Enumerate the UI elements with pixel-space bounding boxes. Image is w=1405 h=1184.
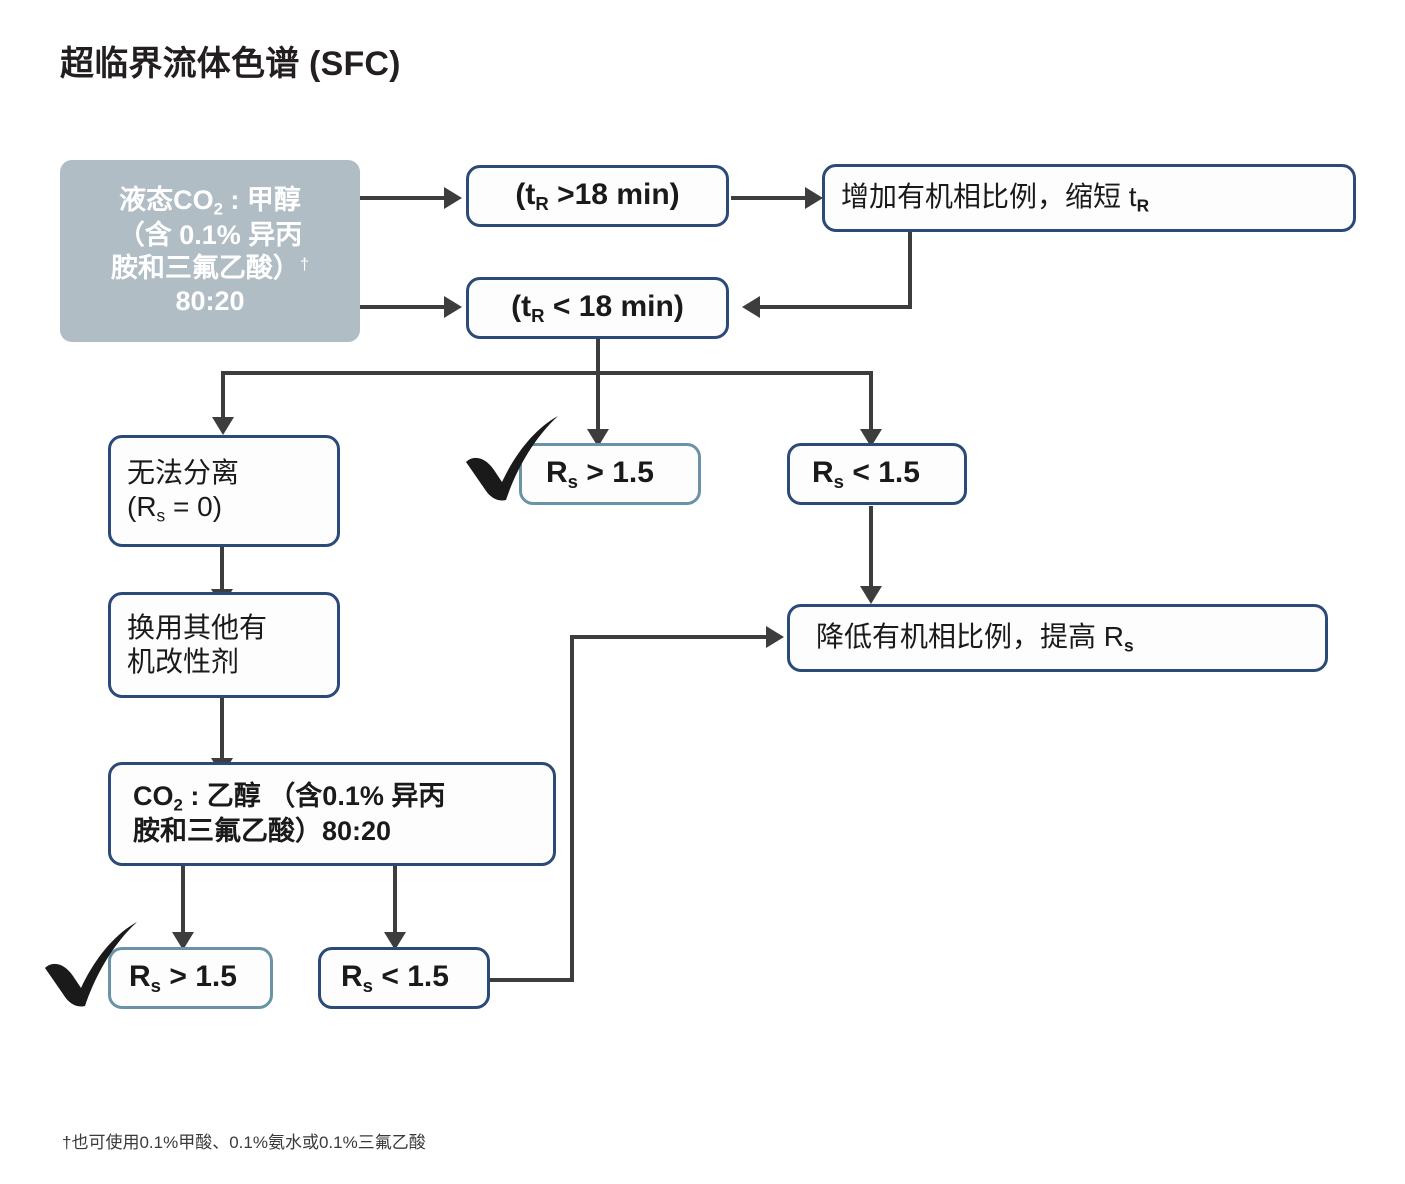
rsgt-top-pre: R — [546, 455, 568, 489]
arrowhead-co2ethanol-to-rslt — [384, 932, 406, 950]
arrowhead-to-rs-gt-top — [587, 429, 609, 447]
node-rs-greater-top[interactable]: Rs > 1.5 — [519, 443, 701, 505]
edge-start-to-tr-gt — [360, 196, 446, 200]
edge-trlt-stem — [596, 337, 600, 375]
edge-rslt-to-decrease — [869, 506, 873, 588]
edge-trlt-bus — [221, 371, 873, 375]
rsgt-top-post: > 1.5 — [578, 455, 654, 489]
edge-modifier-to-co2ethanol — [220, 698, 224, 760]
nosep-line1: 无法分离 — [127, 456, 240, 488]
node-rs-greater-bottom-text: Rs > 1.5 — [111, 959, 270, 998]
node-change-modifier-text: 换用其他有 机改性剂 — [111, 611, 337, 679]
rslt-top-post: < 1.5 — [844, 455, 920, 489]
edge-nosep-to-modifier — [220, 547, 224, 591]
trlt-post: < 18 min) — [544, 289, 684, 323]
node-tr-greater-18-text: (tR >18 min) — [469, 177, 726, 216]
arrowhead-start-to-tr-lt — [444, 296, 462, 318]
nosep-line2-sub: s — [156, 505, 166, 526]
arrowhead-feedback-to-trlt — [742, 296, 760, 318]
rslt-top-sub: s — [833, 470, 845, 492]
node-increase-organic-text: 增加有机相比例，缩短 tR — [825, 180, 1353, 217]
start-line1-b: : 甲醇 — [222, 184, 301, 215]
rsgt-bot-post: > 1.5 — [161, 959, 237, 993]
node-decrease-organic-text: 降低有机相比例，提高 Rs — [790, 620, 1325, 657]
modifier-line1: 换用其他有 — [127, 611, 268, 643]
start-dagger: † — [299, 254, 310, 274]
edge-trlt-branch-mid — [596, 371, 600, 431]
node-tr-less-18-text: (tR < 18 min) — [469, 289, 726, 328]
arrowhead-co2ethanol-to-rsgt — [172, 932, 194, 950]
node-tr-less-18[interactable]: (tR < 18 min) — [466, 277, 729, 339]
start-line3-a: 胺和三氟乙酸） — [110, 253, 300, 284]
start-line2: （含 0.1% 异丙 — [117, 220, 303, 251]
edge-increase-feedback-horizontal — [760, 305, 912, 309]
decrease-pre: 降低有机相比例，提高 R — [816, 620, 1125, 652]
edge-rslt-bottom-up — [570, 635, 574, 982]
node-tr-greater-18[interactable]: (tR >18 min) — [466, 165, 729, 227]
edge-co2ethanol-to-rsgt — [181, 866, 185, 934]
arrowhead-start-to-tr-gt — [444, 187, 462, 209]
node-co2-ethanol[interactable]: CO2 : 乙醇 （含0.1% 异丙 胺和三氟乙酸）80:20 — [108, 762, 556, 866]
edge-trlt-branch-right — [869, 371, 873, 431]
node-start-mobile-phase[interactable]: 液态CO2 : 甲醇 （含 0.1% 异丙 胺和三氟乙酸）† 80:20 — [60, 160, 360, 342]
trgt-sub: R — [535, 192, 549, 214]
checkmark-icon-top — [458, 414, 570, 504]
rsgt-top-sub: s — [567, 470, 579, 492]
rslt-bot-post: < 1.5 — [373, 959, 449, 993]
arrowhead-to-no-separation — [212, 417, 234, 435]
node-rs-less-top[interactable]: Rs < 1.5 — [787, 443, 967, 505]
edge-start-to-tr-lt — [360, 305, 446, 309]
rsgt-bot-sub: s — [150, 974, 162, 996]
trlt-pre: (t — [511, 289, 532, 323]
footnote-text: †也可使用0.1%甲酸、0.1%氨水或0.1%三氟乙酸 — [62, 1133, 426, 1152]
edge-trgt-to-increase — [731, 196, 807, 200]
arrowhead-to-rs-lt-top — [860, 429, 882, 447]
trlt-sub: R — [531, 304, 545, 326]
node-rs-less-bottom[interactable]: Rs < 1.5 — [318, 947, 490, 1009]
rslt-top-pre: R — [812, 455, 834, 489]
start-line4: 80:20 — [175, 286, 245, 317]
nosep-line2-pre: (R — [127, 490, 157, 522]
increase-pre: 增加有机相比例，缩短 t — [841, 180, 1137, 212]
start-line1-sub: 2 — [213, 199, 223, 219]
page-title: 超临界流体色谱 (SFC) — [60, 45, 401, 83]
trgt-post: >18 min) — [548, 177, 680, 211]
edge-trlt-branch-left — [221, 371, 225, 419]
modifier-line2: 机改性剂 — [127, 646, 240, 677]
increase-sub: R — [1136, 195, 1150, 216]
arrowhead-rslt-bottom-to-decrease — [766, 626, 784, 648]
edge-increase-feedback-vertical — [908, 232, 912, 309]
edge-rslt-bottom-right — [488, 978, 574, 982]
node-decrease-organic[interactable]: 降低有机相比例，提高 Rs — [787, 604, 1328, 672]
start-line1-a: 液态CO — [119, 184, 214, 215]
node-co2-ethanol-text: CO2 : 乙醇 （含0.1% 异丙 胺和三氟乙酸）80:20 — [111, 780, 553, 849]
decrease-sub: s — [1124, 635, 1134, 656]
checkmark-icon-bottom — [37, 920, 149, 1010]
rslt-bot-pre: R — [341, 959, 363, 993]
trgt-pre: (t — [515, 177, 536, 211]
node-rs-less-bottom-text: Rs < 1.5 — [321, 959, 487, 998]
co2eth-line1-sub: 2 — [173, 795, 183, 814]
node-rs-less-top-text: Rs < 1.5 — [790, 455, 964, 494]
node-start-text: 液态CO2 : 甲醇 （含 0.1% 异丙 胺和三氟乙酸）† 80:20 — [60, 184, 360, 319]
edge-co2ethanol-to-rslt — [393, 866, 397, 934]
node-no-separation-text: 无法分离 (Rs = 0) — [111, 456, 337, 527]
rslt-bot-sub: s — [362, 974, 374, 996]
node-no-separation[interactable]: 无法分离 (Rs = 0) — [108, 435, 340, 547]
nosep-line2-post: = 0) — [165, 490, 223, 522]
node-rs-greater-bottom[interactable]: Rs > 1.5 — [108, 947, 273, 1009]
arrowhead-rslt-to-decrease — [860, 586, 882, 604]
node-change-modifier[interactable]: 换用其他有 机改性剂 — [108, 592, 340, 698]
arrowhead-trgt-to-increase — [805, 187, 823, 209]
co2eth-line1-a: CO — [133, 780, 174, 811]
node-rs-greater-top-text: Rs > 1.5 — [522, 455, 698, 494]
node-increase-organic[interactable]: 增加有机相比例，缩短 tR — [822, 164, 1356, 232]
edge-rslt-bottom-to-decrease — [570, 635, 768, 639]
co2eth-line2: 胺和三氟乙酸）80:20 — [133, 816, 392, 847]
rsgt-bot-pre: R — [129, 959, 151, 993]
co2eth-line1-b: : 乙醇 （含0.1% 异丙 — [182, 780, 446, 811]
